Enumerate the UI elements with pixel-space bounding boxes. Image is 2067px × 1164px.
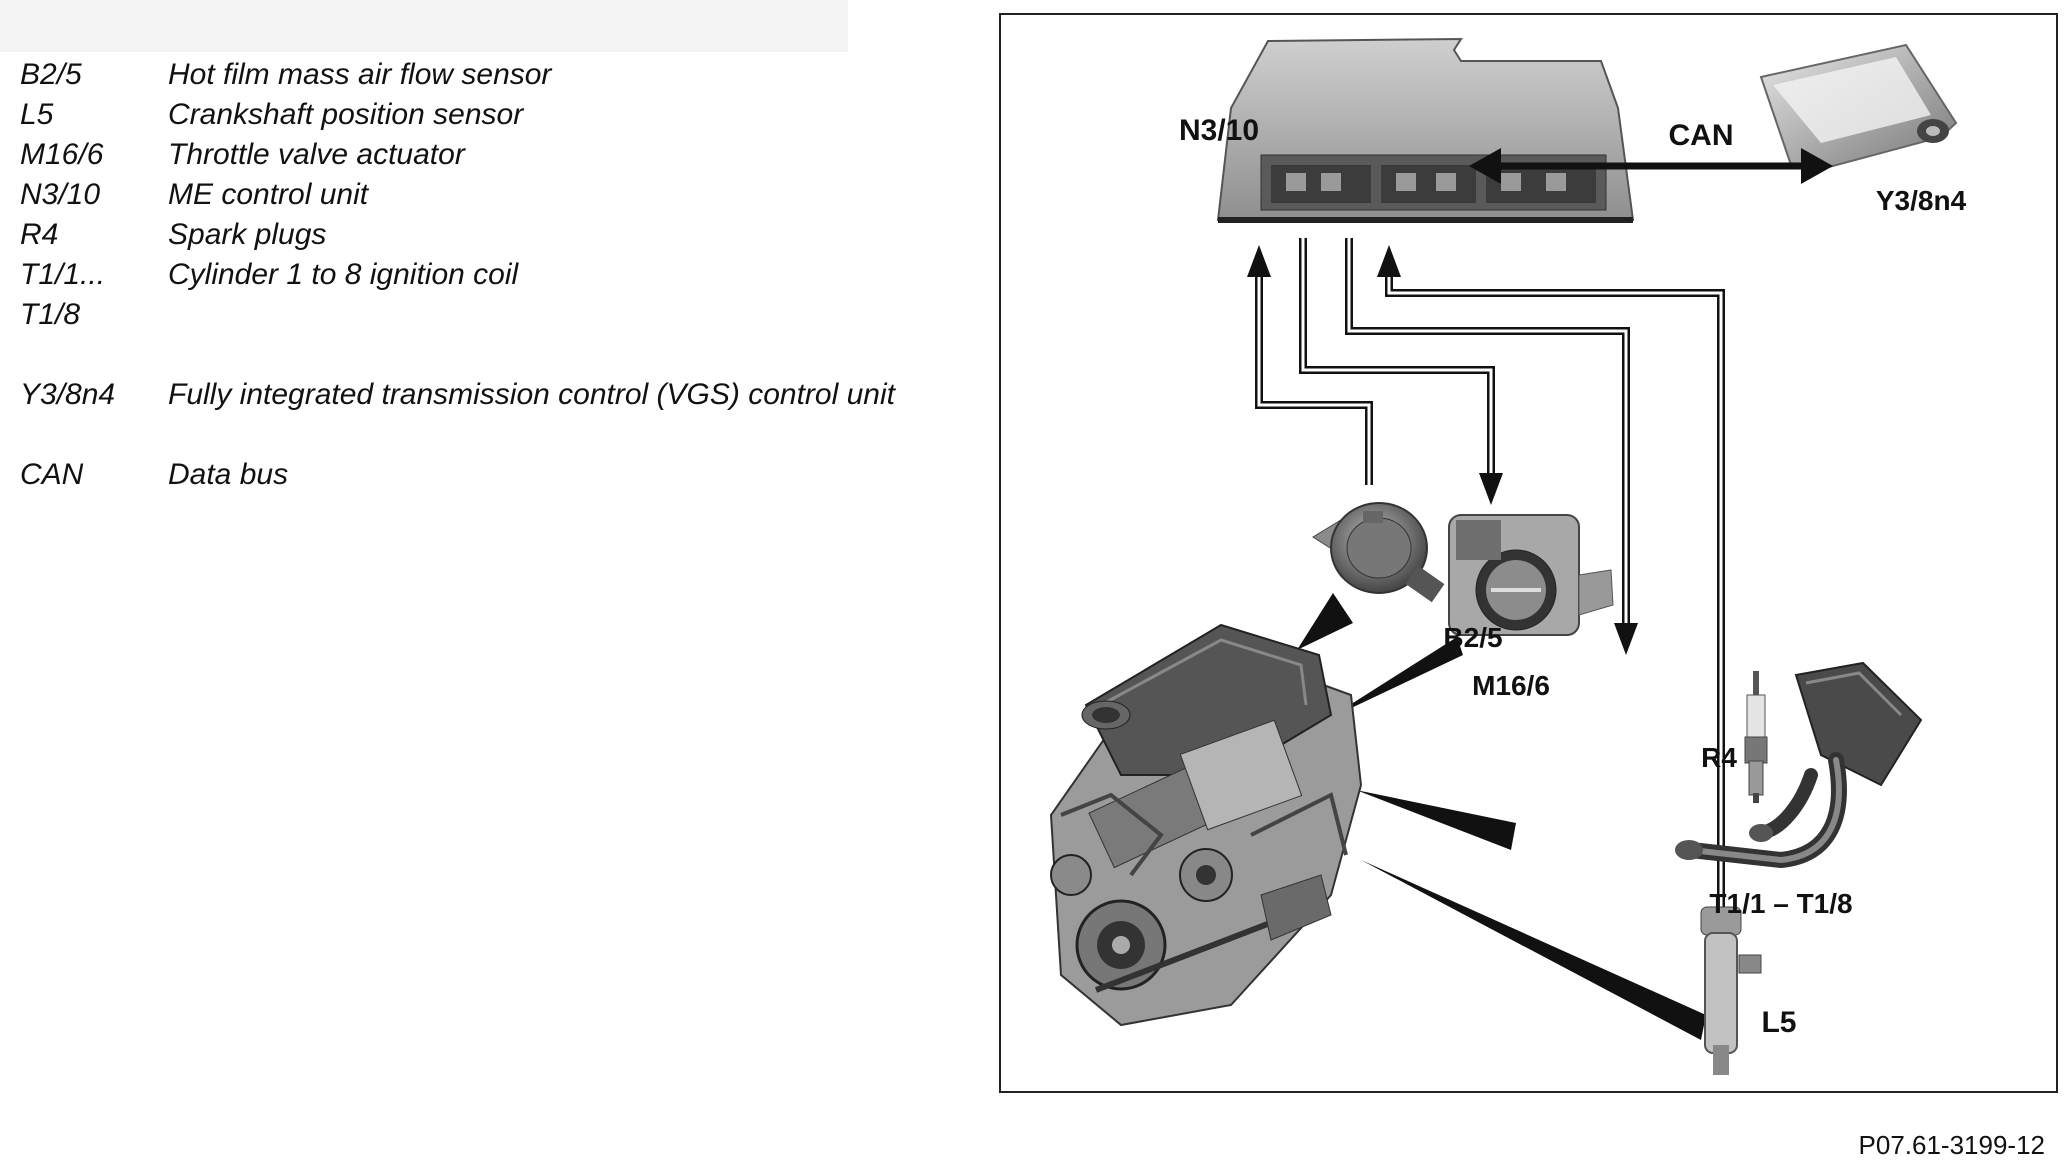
arrow-to-ecu-maf (1247, 245, 1271, 277)
throttle-body (1448, 514, 1614, 636)
ecu-unit (1216, 37, 1635, 223)
label-coil: T1/1 – T1/8 (1709, 888, 1852, 919)
legend: B2/5 Hot film mass air flow sensor L5 Cr… (20, 58, 1000, 498)
legend-description: Hot film mass air flow sensor (168, 58, 552, 91)
arrow-to-throttle (1479, 473, 1503, 505)
label-tcu: Y3/8n4 (1876, 185, 1967, 216)
legend-code: R4 (20, 218, 59, 251)
arrow-to-coil (1614, 623, 1638, 655)
legend-spacer (20, 418, 1000, 458)
legend-row: L5 Crankshaft position sensor (20, 98, 1000, 138)
legend-code: Y3/8n4 (20, 378, 116, 411)
legend-description: ME control unit (168, 178, 369, 211)
legend-row: M16/6 Throttle valve actuator (20, 138, 1000, 178)
transmission-control-unit (1759, 43, 1958, 169)
label-maf: B2/5 (1443, 622, 1502, 653)
spark-plug (1744, 671, 1768, 803)
label-spark: R4 (1701, 742, 1737, 773)
system-diagram: N3/10 CAN Y3/8n4 B2/5 M16/6 R4 T1/1 – T1… (1049, 37, 1967, 1075)
label-crank: L5 (1761, 1006, 1796, 1039)
label-can: CAN (1669, 119, 1734, 152)
maf-sensor (1312, 502, 1445, 603)
legend-row: T1/1... Cylinder 1 to 8 ignition coil (20, 258, 1000, 298)
legend-description: Throttle valve actuator (168, 138, 465, 171)
engine-illustration (1049, 623, 1363, 1027)
label-ecu: N3/10 (1179, 114, 1259, 147)
legend-description: Cylinder 1 to 8 ignition coil (168, 258, 519, 291)
legend-description: Data bus (168, 458, 289, 491)
legend-code: M16/6 (20, 138, 104, 171)
arrow-to-ecu-crank (1377, 245, 1401, 277)
legend-code: N3/10 (20, 178, 101, 211)
legend-row: CAN Data bus (20, 458, 1000, 498)
legend-code: T1/1... (20, 258, 106, 291)
legend-row: B2/5 Hot film mass air flow sensor (20, 58, 1000, 98)
legend-description: Crankshaft position sensor (168, 98, 524, 131)
legend-code: T1/8 (20, 298, 81, 331)
legend-code: CAN (20, 458, 84, 491)
ignition-coil (1675, 661, 1923, 869)
legend-row: N3/10 ME control unit (20, 178, 1000, 218)
signal-lines (1247, 238, 1725, 907)
system-diagram-panel: N3/10 CAN Y3/8n4 B2/5 M16/6 R4 T1/1 – T1… (999, 13, 2058, 1093)
legend-spacer (20, 338, 1000, 378)
crankshaft-sensor (1700, 906, 1762, 1075)
legend-row: T1/8 (20, 298, 1000, 338)
legend-code: B2/5 (20, 58, 82, 91)
header-strip (0, 0, 848, 52)
legend-row: Y3/8n4 Fully integrated transmission con… (20, 378, 1000, 418)
legend-row: R4 Spark plugs (20, 218, 1000, 258)
figure-reference: P07.61-3199-12 (1858, 1130, 2045, 1160)
legend-description: Spark plugs (168, 218, 327, 251)
label-throttle: M16/6 (1472, 670, 1550, 701)
legend-description: Fully integrated transmission control (V… (168, 378, 895, 411)
legend-code: L5 (20, 98, 54, 131)
callout-wedges (1297, 593, 1706, 1040)
can-bus-arrow (1469, 148, 1833, 184)
